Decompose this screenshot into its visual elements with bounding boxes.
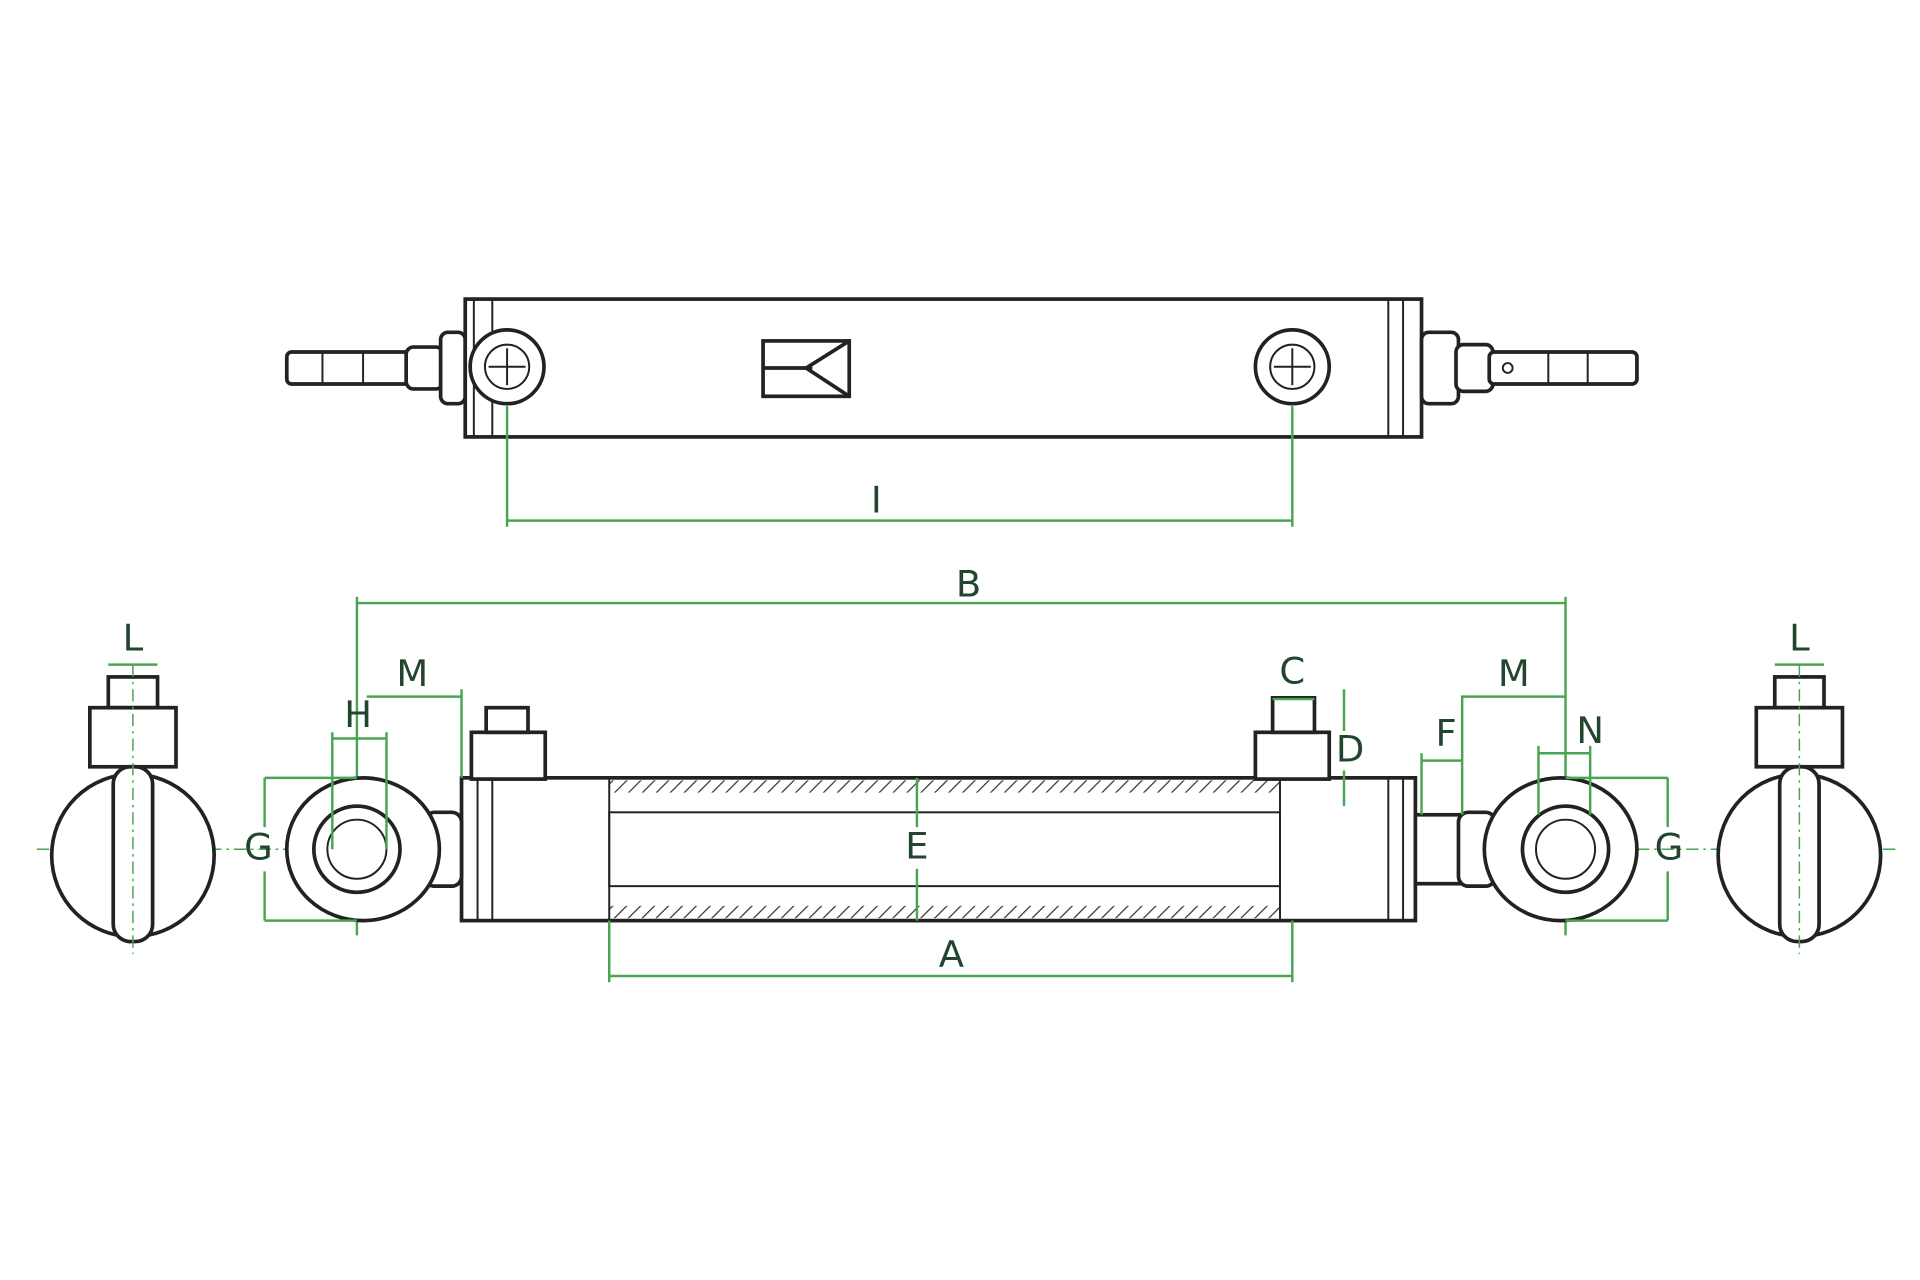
label-H: H <box>344 693 372 736</box>
label-L-right: L <box>1789 616 1810 659</box>
label-I: I <box>871 479 882 522</box>
label-L-left: L <box>123 616 144 659</box>
dimension-G-left: G <box>244 776 357 922</box>
dimension-M-right: M <box>1462 652 1566 698</box>
label-B: B <box>956 562 981 605</box>
label-E: E <box>905 825 928 868</box>
label-D: D <box>1336 727 1364 770</box>
label-N: N <box>1576 709 1604 752</box>
dimension-A: A <box>608 920 1294 983</box>
label-F: F <box>1436 711 1457 754</box>
end-view-left: L <box>49 616 216 954</box>
right-rod-end-top <box>1419 330 1639 406</box>
dimension-I: I <box>505 406 1294 527</box>
dimension-H: H <box>331 693 388 850</box>
port-fitting-left-side <box>469 705 548 781</box>
label-M-left: M <box>396 652 428 695</box>
label-M-right: M <box>1498 652 1530 695</box>
side-view: B <box>36 562 1896 983</box>
dimension-G-right: G <box>1565 776 1684 922</box>
label-C: C <box>1279 650 1305 693</box>
dimension-M-left: M <box>366 652 463 778</box>
cylinder-tube-hatched <box>609 780 1280 793</box>
label-G-right: G <box>1655 826 1684 869</box>
end-view-right: L <box>1716 616 1883 954</box>
label-A: A <box>939 933 964 976</box>
dimension-F: F <box>1420 695 1464 815</box>
left-rod-eye <box>284 776 464 923</box>
dimension-D: D <box>1336 689 1364 807</box>
port-fitting-right-top <box>1253 328 1332 406</box>
label-G-left: G <box>244 826 273 869</box>
dimension-C: C <box>1272 650 1315 701</box>
dimension-E: E <box>905 777 929 921</box>
top-view: I <box>284 297 1639 527</box>
cylinder-body-side <box>459 776 1418 923</box>
port-fitting-left-top <box>468 328 546 406</box>
dimension-N: N <box>1537 709 1604 815</box>
port-fitting-right-side <box>1253 696 1332 781</box>
right-rod-eye <box>1413 776 1639 923</box>
brand-logo <box>761 339 852 399</box>
left-rod-end-top <box>284 330 468 406</box>
